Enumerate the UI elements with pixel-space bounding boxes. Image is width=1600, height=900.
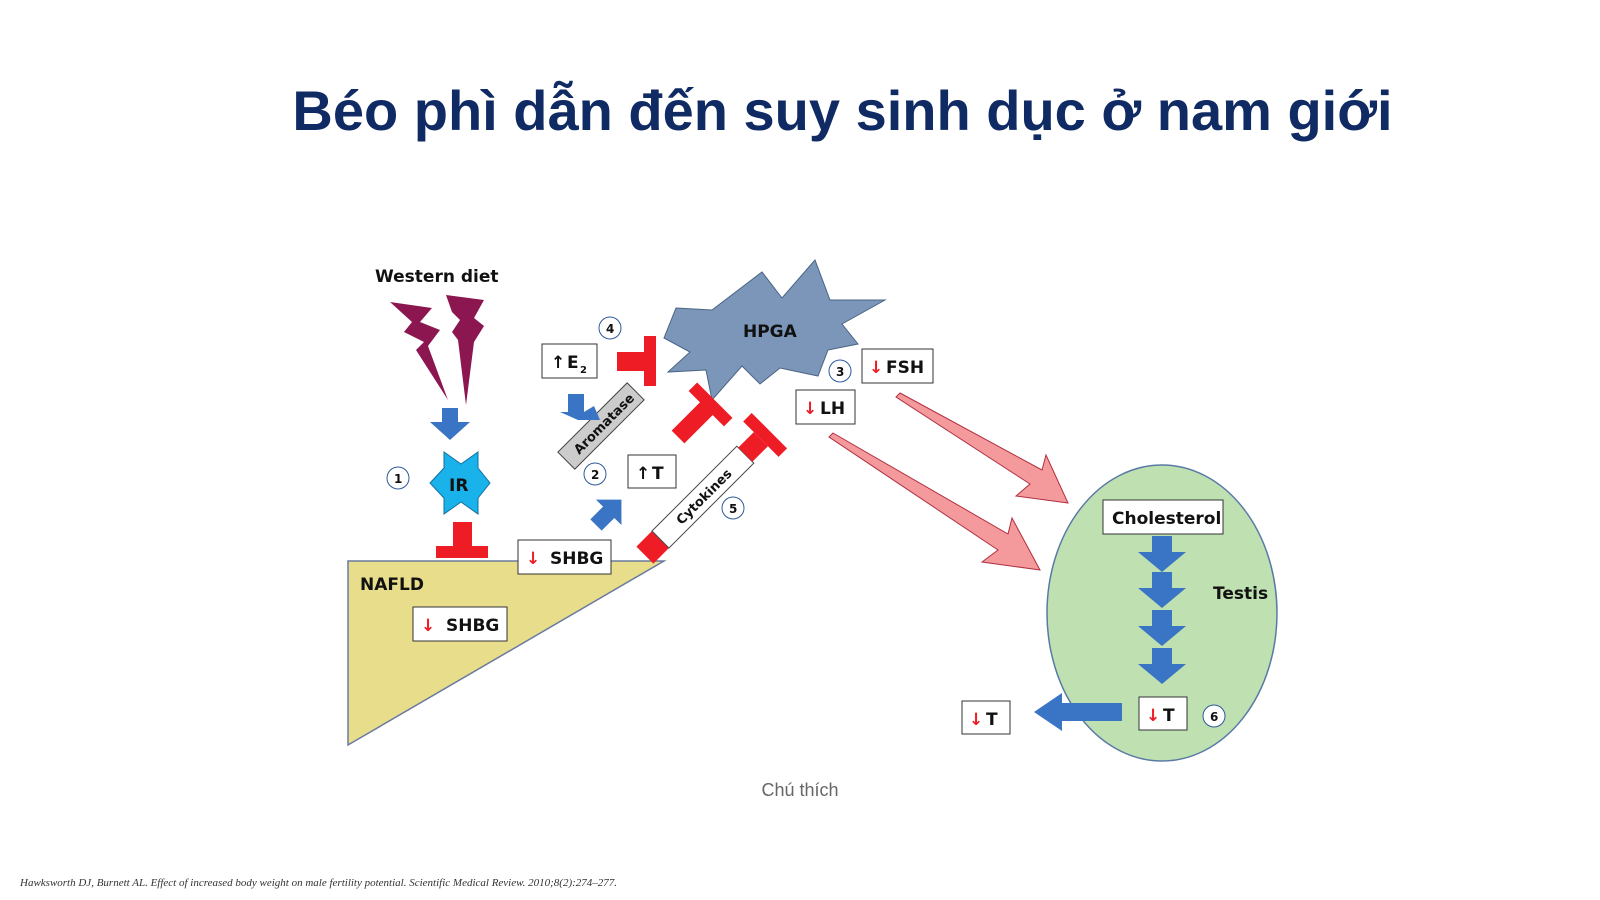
cholesterol-box: Cholesterol (1102, 499, 1224, 535)
lh-box: ↓ LH (795, 389, 856, 425)
cytokines-bar: Cytokines (636, 412, 788, 564)
marker-4 (598, 316, 622, 340)
lightning-icon (390, 302, 448, 400)
steroidogenesis-arrows (1138, 536, 1186, 684)
flow-arrow-icon (1138, 648, 1186, 684)
marker-6-label: 6 (1210, 710, 1218, 724)
flow-arrow-icon (430, 408, 470, 440)
down-arrow-icon: ↓ (421, 616, 435, 636)
flow-arrow-icon (1138, 572, 1186, 608)
marker-6 (1202, 704, 1226, 728)
lh-label: LH (820, 399, 845, 419)
up-arrow-icon: ↑ (636, 464, 650, 484)
inhibit-icon (436, 522, 488, 558)
testis-label: Testis (1213, 584, 1268, 604)
e2-subscript: 2 (580, 365, 587, 376)
lightning-icon (446, 295, 484, 405)
cytokines-label: Cytokines (674, 466, 736, 528)
marker-3 (828, 359, 852, 383)
t-testis-box: ↓ T (1138, 696, 1188, 731)
shbg-serum-box: ↓ SHBG (517, 539, 612, 575)
figure-caption: Chú thích (761, 780, 839, 800)
nafld-label: NAFLD (360, 575, 424, 595)
down-arrow-icon: ↓ (1146, 706, 1160, 726)
hpga-label: HPGA (743, 322, 798, 342)
inhibit-icon (617, 336, 656, 386)
down-arrow-icon: ↓ (526, 549, 540, 569)
t-up-box: ↑ T (627, 454, 677, 489)
flow-arrow-icon (560, 394, 600, 420)
ir-label: IR (449, 476, 468, 496)
flow-arrow-icon (590, 499, 622, 531)
marker-2 (583, 462, 607, 486)
e2-label: E (567, 353, 579, 373)
slide-title: Béo phì dẫn đến suy sinh dục ở nam giới (292, 79, 1393, 142)
marker-4-label: 4 (606, 322, 614, 336)
t-up-label: T (652, 464, 664, 484)
inhibit-icon (671, 382, 733, 444)
reference-citation: Hawksworth DJ, Burnett AL. Effect of inc… (20, 877, 618, 889)
fsh-label: FSH (886, 358, 924, 378)
flow-arrow-icon (1138, 536, 1186, 572)
marker-1-label: 1 (394, 472, 402, 486)
insulin-receptor: IR (429, 451, 491, 515)
down-arrow-icon: ↓ (969, 710, 983, 730)
down-arrow-icon: ↓ (869, 358, 883, 378)
e2-up-box: ↑ E 2 (541, 343, 598, 379)
pink-arrow-icon (895, 392, 1069, 504)
t-testis-label: T (1163, 706, 1175, 726)
up-arrow-icon: ↑ (551, 353, 565, 373)
t-out-box: ↓ T (961, 700, 1011, 735)
flow-arrow-icon (1138, 610, 1186, 646)
marker-3-label: 3 (836, 365, 844, 379)
fsh-box: ↓ FSH (861, 348, 934, 384)
marker-2-label: 2 (591, 468, 599, 482)
down-arrow-icon: ↓ (803, 399, 817, 419)
marker-5 (721, 496, 745, 520)
cholesterol-label: Cholesterol (1112, 509, 1221, 529)
shbg-liver-box: ↓ SHBG (412, 606, 508, 642)
flow-arrow-icon (1034, 693, 1122, 731)
western-diet-label: Western diet (375, 267, 499, 287)
pink-arrow-icon (828, 432, 1041, 571)
t-out-label: T (986, 710, 998, 730)
marker-5-label: 5 (729, 502, 737, 516)
marker-1 (386, 466, 410, 490)
shbg-serum-label: SHBG (550, 549, 603, 569)
hpga-star: HPGA (663, 259, 887, 402)
shbg-liver-label: SHBG (446, 616, 499, 636)
